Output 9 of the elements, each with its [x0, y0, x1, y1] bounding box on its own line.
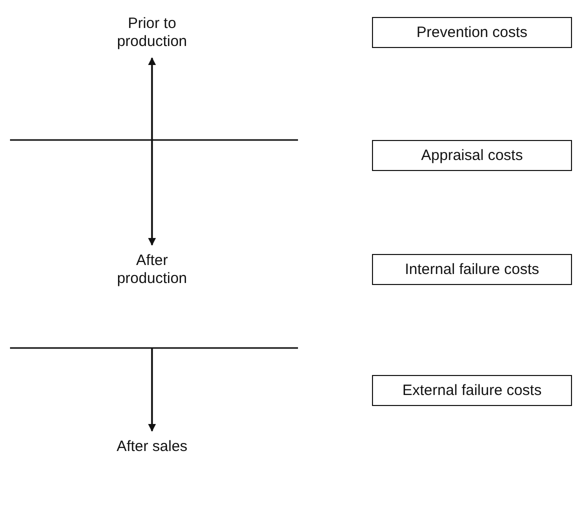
- stage-label: After sales: [116, 438, 188, 456]
- cost-box: Prevention costs: [372, 17, 572, 48]
- cost-box: External failure costs: [372, 375, 572, 406]
- cost-box: Internal failure costs: [372, 254, 572, 285]
- cost-box: Appraisal costs: [372, 140, 572, 171]
- stage-label: After production: [116, 252, 188, 288]
- stage-label: Prior to production: [116, 15, 188, 51]
- arrow: [148, 57, 156, 246]
- arrow: [148, 348, 156, 432]
